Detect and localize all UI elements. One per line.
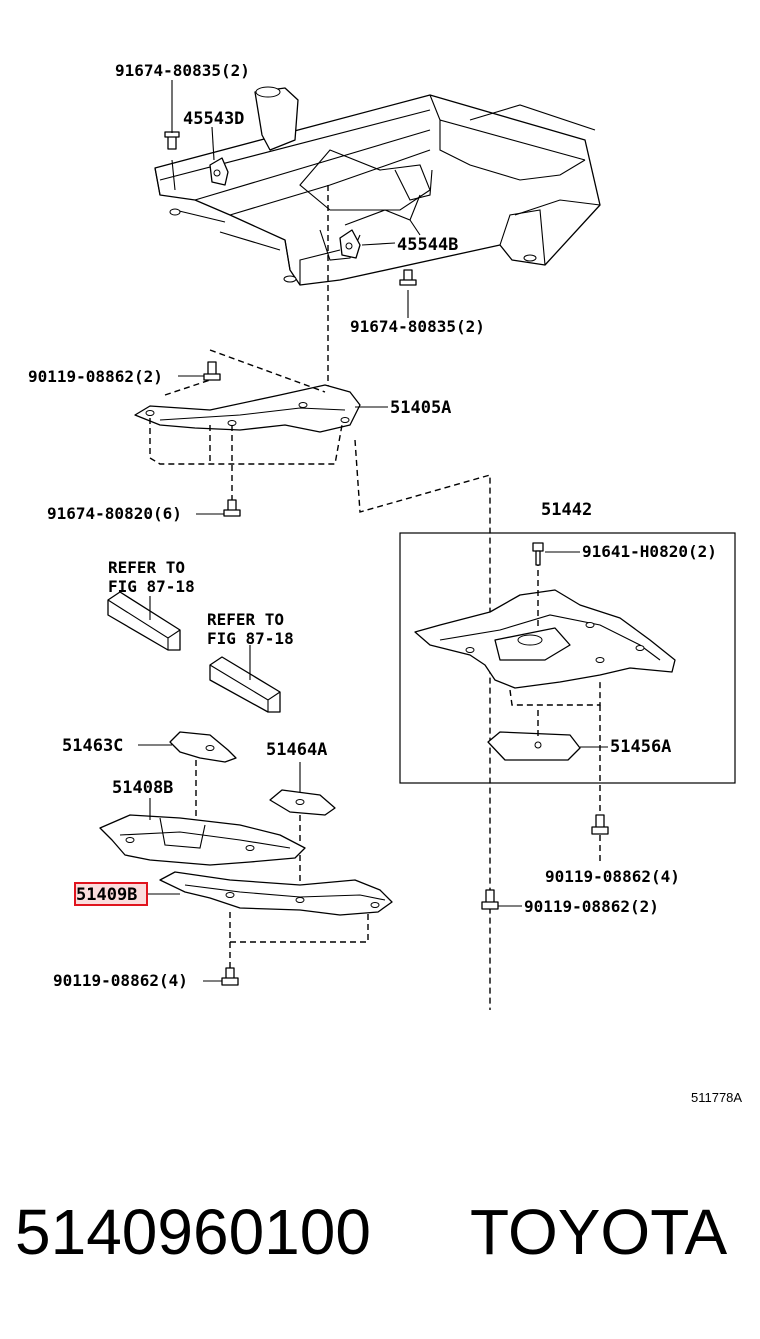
label-cover-51442: 51442 (541, 500, 592, 520)
label-refer-1-line1: REFER TO (108, 558, 185, 577)
footer-brand: TOYOTA (470, 1196, 728, 1268)
frame-leaders (171, 80, 409, 395)
cover-51408b (99, 814, 306, 866)
label-cover-51408b: 51408B (112, 778, 173, 798)
label-bracket-45544b: 45544B (397, 235, 458, 255)
cover-51463c (169, 731, 237, 763)
label-cover-51456a: 51456A (610, 737, 671, 757)
highlight-box-51409b (74, 882, 148, 906)
label-bolt-51405-bottom: 91674-80820(6) (47, 504, 182, 523)
label-bolt-51442: 91641-H0820(2) (582, 542, 717, 561)
label-cover-51463c: 51463C (62, 736, 123, 756)
label-bolt-center: 90119-08862(2) (524, 897, 659, 916)
label-bolt-frame-bottom: 91674-80835(2) (350, 317, 485, 336)
label-refer-2-line2: FIG 87-18 (207, 629, 294, 648)
cover-51409b (159, 871, 393, 986)
label-cover-51464a: 51464A (266, 740, 327, 760)
label-bolt-51405-top: 90119-08862(2) (28, 367, 163, 386)
label-bolt-51456: 90119-08862(4) (545, 867, 680, 886)
reference-blocks (107, 591, 281, 713)
label-cover-51405a: 51405A (390, 398, 451, 418)
group-box-51442 (399, 532, 736, 784)
label-refer-1-line2: FIG 87-18 (108, 577, 195, 596)
label-bolt-51409: 90119-08862(4) (53, 971, 188, 990)
footer-part-number: 5140960100 (15, 1196, 371, 1268)
diagram-code: 511778A (691, 1090, 742, 1105)
label-bolt-frame-top: 91674-80835(2) (115, 61, 250, 80)
label-cover-51409b: 51409B (76, 885, 137, 905)
frame-assembly (154, 86, 601, 286)
label-refer-2-line1: REFER TO (207, 610, 284, 629)
label-bracket-45543d: 45543D (183, 109, 244, 129)
cover-51464a (269, 789, 336, 816)
cover-51442-group (399, 532, 736, 910)
